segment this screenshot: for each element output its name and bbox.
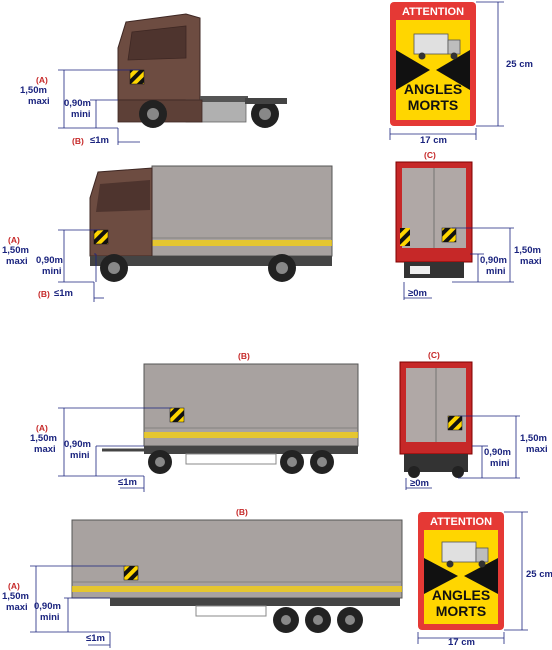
rear-distance-label: ≥0m — [408, 288, 427, 299]
min-height-label: 0,90m — [34, 601, 61, 612]
sign-angles-text: ANGLES — [403, 81, 463, 97]
tractor-unit — [117, 13, 287, 128]
sign-height-label: 25 cm — [506, 59, 533, 70]
mini-label: mini — [490, 458, 510, 469]
label-c: (C) — [424, 150, 436, 160]
maxi-label: maxi — [6, 256, 28, 267]
max-height-label: 1,50m — [20, 85, 47, 96]
blind-spot-sign-bottom: ATTENTION ANGLES MORTS — [418, 512, 504, 630]
label-b: (B) — [72, 136, 84, 146]
maxi-label: maxi — [34, 444, 56, 455]
label-b: (B) — [238, 351, 250, 361]
drawbar-trailer — [102, 363, 359, 474]
label-b: (B) — [236, 507, 248, 517]
max-height-label: 1,50m — [2, 591, 29, 602]
sign-yellow-panel: ANGLES MORTS — [396, 20, 470, 120]
maxi-label: maxi — [28, 96, 50, 107]
sign-attention-text: ATTENTION — [429, 516, 493, 528]
truck-pictogram-icon — [424, 541, 498, 594]
min-height-label: 0,90m — [64, 98, 91, 109]
truck-rear-view-top — [395, 161, 473, 278]
mini-label: mini — [40, 612, 60, 623]
sign-height-label: 25 cm — [526, 569, 552, 580]
label-c: (C) — [428, 350, 440, 360]
front-distance-label: ≤1m — [86, 633, 105, 644]
label-a: (A) — [36, 75, 48, 85]
sign-attention-text: ATTENTION — [401, 6, 465, 18]
semi-trailer — [71, 519, 403, 633]
label-b: (B) — [38, 289, 50, 299]
maxi-label: maxi — [526, 444, 548, 455]
max-height-label: 1,50m — [520, 433, 547, 444]
label-a: (A) — [8, 235, 20, 245]
max-height-label: 1,50m — [2, 245, 29, 256]
sign-dimension-lines — [389, 1, 528, 644]
tractor-dimension-lines — [58, 69, 140, 145]
front-distance-label: ≤1m — [54, 288, 73, 299]
max-height-label: 1,50m — [30, 433, 57, 444]
min-height-label: 0,90m — [36, 255, 63, 266]
trailer-rear-view-bottom — [399, 361, 473, 478]
rigid-truck-dimension-lines — [58, 229, 104, 302]
maxi-label: maxi — [6, 602, 28, 613]
label-a: (A) — [8, 581, 20, 591]
truck-pictogram-icon — [396, 33, 470, 90]
sign-morts-text: MORTS — [435, 603, 487, 619]
rigid-truck — [89, 165, 333, 282]
min-height-label: 0,90m — [480, 255, 507, 266]
sign-morts-text: MORTS — [407, 97, 459, 113]
sign-yellow-panel: ANGLES MORTS — [424, 530, 498, 624]
sign-angles-text: ANGLES — [431, 587, 491, 603]
mini-label: mini — [486, 266, 506, 277]
min-height-label: 0,90m — [484, 447, 511, 458]
semi-trailer-dimension-lines — [30, 565, 126, 648]
max-height-label: 1,50m — [514, 245, 541, 256]
label-a: (A) — [36, 423, 48, 433]
drawbar-trailer-dimension-lines — [58, 407, 172, 492]
sign-width-label: 17 cm — [448, 637, 475, 648]
sign-width-label: 17 cm — [420, 135, 447, 146]
mini-label: mini — [70, 450, 90, 461]
rear-view-top-dimension-lines — [403, 227, 514, 300]
rear-distance-label: ≥0m — [410, 478, 429, 489]
rear-view-bottom-dimension-lines — [405, 415, 520, 490]
blind-spot-sign-top: ATTENTION ANGLES MORTS — [390, 2, 476, 126]
mini-label: mini — [71, 109, 91, 120]
front-distance-label: ≤1m — [90, 135, 109, 146]
front-distance-label: ≤1m — [118, 477, 137, 488]
maxi-label: maxi — [520, 256, 542, 267]
mini-label: mini — [42, 266, 62, 277]
min-height-label: 0,90m — [64, 439, 91, 450]
